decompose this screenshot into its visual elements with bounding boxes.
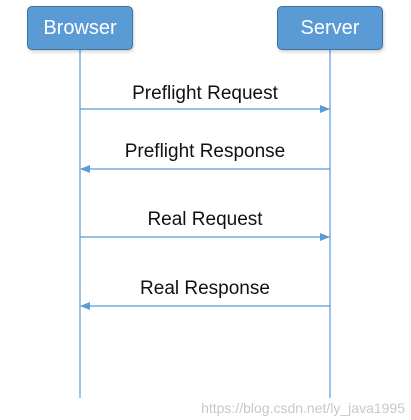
real-response-label: Real Response bbox=[140, 278, 270, 299]
server-actor-label: Server bbox=[300, 16, 360, 39]
server-actor-box: Server bbox=[277, 6, 383, 50]
watermark-text: https://blog.csdn.net/ly_java1995 bbox=[201, 400, 405, 416]
real-request-label: Real Request bbox=[147, 209, 263, 230]
browser-actor-box: Browser bbox=[27, 6, 133, 50]
browser-actor-label: Browser bbox=[43, 16, 117, 39]
preflight-request-label: Preflight Request bbox=[132, 83, 278, 104]
preflight-response-label: Preflight Response bbox=[124, 141, 286, 162]
